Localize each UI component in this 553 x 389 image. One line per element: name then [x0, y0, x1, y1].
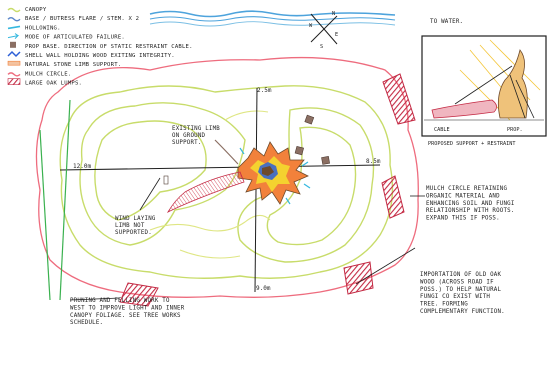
inset-caption: PROPOSED SUPPORT + RESTRAINT — [428, 141, 515, 147]
inset-prop-label: PROP. — [507, 127, 523, 133]
legend-label: BASE / BUTRESS FLARE / STEM. X 2 — [25, 16, 139, 22]
legend-item: HOLLOWING. — [8, 25, 61, 31]
legend-swatch-canopy — [8, 9, 20, 12]
dimension-top: 2.5m — [257, 87, 272, 94]
oak-lump-e — [382, 176, 404, 218]
legend-item: PROP BASE. DIRECTION OF STATIC RESTRAINT… — [10, 42, 193, 50]
compass-west: W — [309, 23, 313, 29]
legend-label: PROP BASE. DIRECTION OF STATIC RESTRAINT… — [25, 44, 193, 50]
legend-label: LARGE OAK LUMPS. — [25, 81, 82, 87]
prop-base-2 — [295, 146, 304, 155]
legend: CANOPY BASE / BUTRESS FLARE / STEM. X 2 HO… — [8, 7, 193, 87]
legend-item: CANOPY — [8, 7, 47, 13]
legend-swatch-mulch — [8, 73, 20, 76]
legend-item: BASE / BUTRESS FLARE / STEM. X 2 — [8, 16, 139, 22]
legend-swatch-stone — [8, 61, 20, 65]
compass-south: S — [320, 44, 323, 50]
inset-cable-label: CABLE — [434, 127, 450, 133]
legend-swatch-prop — [10, 42, 16, 48]
compass-rose: N W E S — [309, 11, 338, 50]
inset-diagram: CABLE PROP. PROPOSED SUPPORT + RESTRAINT — [422, 36, 546, 147]
stone-support — [164, 176, 168, 184]
oak-lump-ne — [383, 74, 415, 124]
dimension-bottom: 9.0m — [256, 285, 271, 292]
legend-label: MODE OF ARTICULATED FAILURE. — [25, 35, 125, 41]
legend-swatch-shell — [8, 52, 20, 56]
legend-swatch-hollowing — [8, 26, 20, 28]
legend-swatch-buttress — [8, 18, 20, 21]
road-to-water: TO WATER. — [150, 11, 463, 26]
compass-east: E — [335, 32, 338, 38]
legend-item: LARGE OAK LUMPS. — [8, 79, 82, 87]
legend-swatch-lumps — [8, 79, 20, 85]
compass-north: N — [332, 11, 335, 17]
legend-item: SHELL WALL HOLDING WOOD EXITING INTEGRIT… — [8, 52, 175, 59]
prop-base-1 — [305, 115, 314, 124]
legend-item: MODE OF ARTICULATED FAILURE. — [8, 34, 125, 41]
prop-base-3 — [322, 156, 330, 164]
legend-label: SHELL WALL HOLDING WOOD EXITING INTEGRIT… — [25, 53, 175, 59]
legend-swatch-arrow — [8, 34, 18, 39]
legend-label: HOLLOWING. — [25, 25, 61, 31]
dimension-right: 8.5m — [366, 158, 381, 165]
oak-lump-se — [344, 262, 373, 294]
legend-label: CANOPY — [25, 7, 47, 13]
dimension-left: 12.0m — [73, 163, 91, 170]
legend-label: NATURAL STONE LIMB SUPPORT. — [25, 62, 121, 68]
legend-item: MULCH CIRCLE. — [8, 71, 71, 77]
legend-label: MULCH CIRCLE. — [25, 71, 71, 77]
road-label: TO WATER. — [430, 19, 463, 25]
legend-item: NATURAL STONE LIMB SUPPORT. — [8, 61, 121, 68]
